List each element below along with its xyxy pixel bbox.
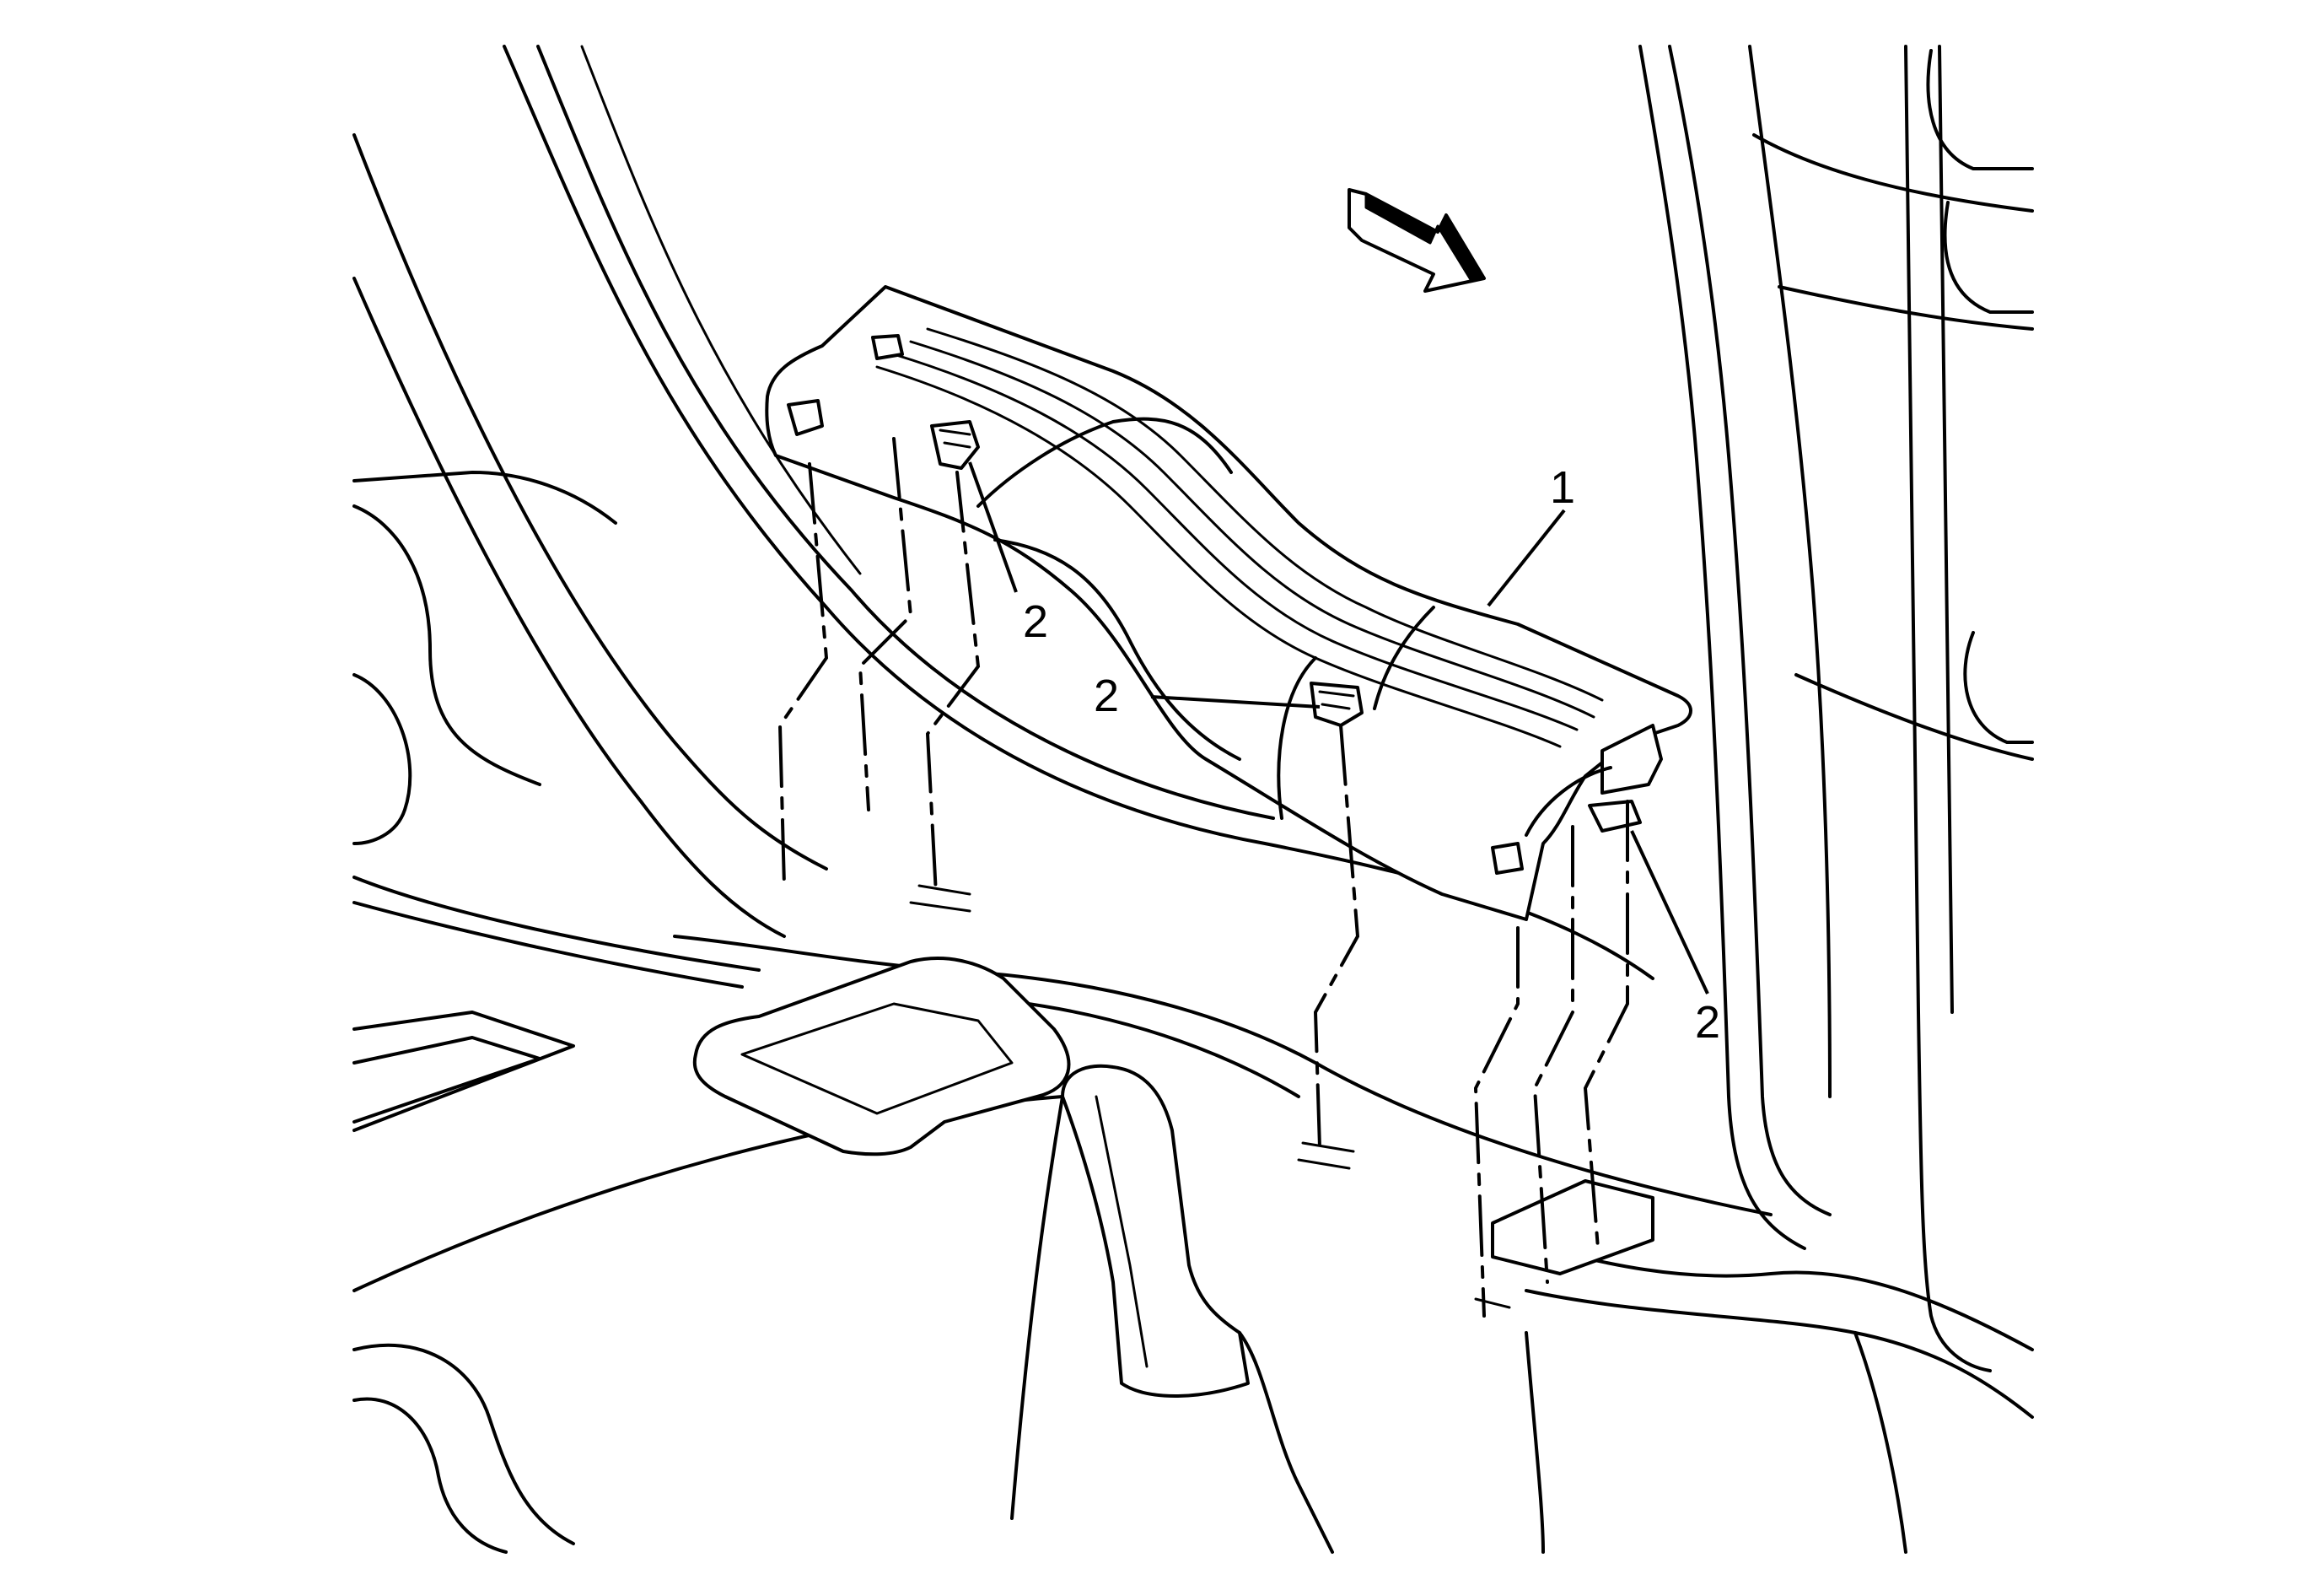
right-pillar-rear — [1748, 45, 1832, 1098]
right-door-frame — [1904, 45, 1992, 1372]
left-body-curve-2 — [352, 277, 786, 938]
slot-right — [1474, 1297, 1511, 1309]
callout-1: 1 — [1550, 462, 1575, 513]
left-floor-rail-2 — [352, 901, 744, 989]
floor-step-pad — [692, 957, 1071, 1156]
slot-left — [909, 884, 971, 913]
floor-sill-front — [673, 935, 1773, 1216]
guide-left-2 — [858, 437, 913, 811]
sill-trim-panel — [765, 285, 1692, 921]
floor-long-panel — [352, 1095, 1064, 1292]
right-sill-plate-2 — [1525, 1289, 2034, 1419]
guide-right-3 — [1583, 800, 1629, 1250]
trim-face-seam-2 — [1277, 656, 1317, 820]
callout-labels: 1 2 2 2 — [1023, 462, 1720, 1048]
lower-center-floor — [1238, 1331, 1334, 1554]
left-floor-plate-inner — [352, 1036, 541, 1124]
lower-left-seat-shape-2 — [352, 1397, 508, 1554]
left-seat-recess — [352, 673, 412, 845]
trim-end-cap-front — [1525, 766, 1612, 837]
right-sill-bracket — [1491, 1179, 1654, 1275]
left-seat-cutout — [352, 504, 541, 786]
guide-left-3 — [925, 471, 981, 896]
trim-face-seam — [1373, 606, 1435, 710]
lower-left-seat-shape — [352, 1343, 575, 1545]
callout-2-center-clip: 2 — [1094, 671, 1119, 721]
clip-rear-lower — [1491, 842, 1524, 875]
right-door-panel-line-3 — [1794, 673, 2034, 761]
clip-center — [1310, 682, 1364, 727]
right-floor-corner — [1525, 1331, 1545, 1554]
guide-left-1 — [777, 462, 829, 887]
right-door-frame-2 — [1938, 45, 1954, 1014]
trim-rib-3 — [892, 353, 1579, 731]
leader-1 — [1487, 509, 1566, 607]
clip-left-end — [787, 399, 824, 436]
right-door-seal-2 — [1943, 201, 2034, 314]
left-floor-rail — [352, 876, 761, 972]
left-pillar-inner — [536, 45, 1275, 820]
floor-step-pad-inner — [740, 1002, 1014, 1115]
left-floor-plate — [352, 1011, 575, 1132]
right-pillar-outer — [1638, 45, 1806, 1250]
right-door-panel-line — [1752, 133, 2034, 213]
retainer-clips — [787, 334, 1524, 875]
lower-floor-line — [1010, 1095, 1064, 1520]
guide-right-2 — [1532, 825, 1574, 1284]
callout-leaders — [968, 461, 1709, 995]
left-floor-panel — [352, 471, 617, 525]
left-pillar-trim-line — [580, 45, 862, 575]
leader-2-upper — [968, 461, 1018, 593]
right-door-seal — [1926, 49, 2034, 170]
right-door-lower — [1963, 631, 2034, 744]
callout-2-right-clip: 2 — [1695, 997, 1720, 1048]
right-floor-corner-2 — [1853, 1331, 1907, 1554]
leader-2-center — [1150, 695, 1321, 709]
clip-upper-detail — [939, 429, 971, 449]
callout-2-upper-clip: 2 — [1023, 596, 1048, 647]
trim-rib-2 — [909, 340, 1595, 719]
trim-fold-line — [976, 417, 1233, 508]
right-door-panel-line-2 — [1778, 285, 2034, 331]
clip-center-detail — [1318, 690, 1355, 710]
trim-rib-1 — [926, 327, 1604, 702]
clip-top-left — [871, 334, 904, 360]
right-sill-plate — [1516, 1238, 2034, 1351]
right-pillar-inner — [1668, 45, 1832, 1216]
trim-end-cap — [1600, 724, 1663, 795]
trim-end-tab — [1588, 800, 1642, 833]
vertical-bracket — [1061, 1064, 1250, 1398]
left-lower-curve — [352, 133, 828, 871]
guide-center — [1313, 724, 1360, 1149]
vehicle-body-structure — [352, 45, 2034, 1554]
vertical-bracket-inner — [1095, 1095, 1149, 1368]
trim-rib-4 — [875, 365, 1562, 748]
arrow-icon — [1348, 188, 1486, 293]
installation-guides — [777, 437, 1629, 1318]
trim-lower-edge — [993, 538, 1241, 761]
guide-right-1 — [1473, 926, 1520, 1318]
leader-2-right — [1630, 830, 1709, 995]
slot-center — [1297, 1141, 1355, 1170]
